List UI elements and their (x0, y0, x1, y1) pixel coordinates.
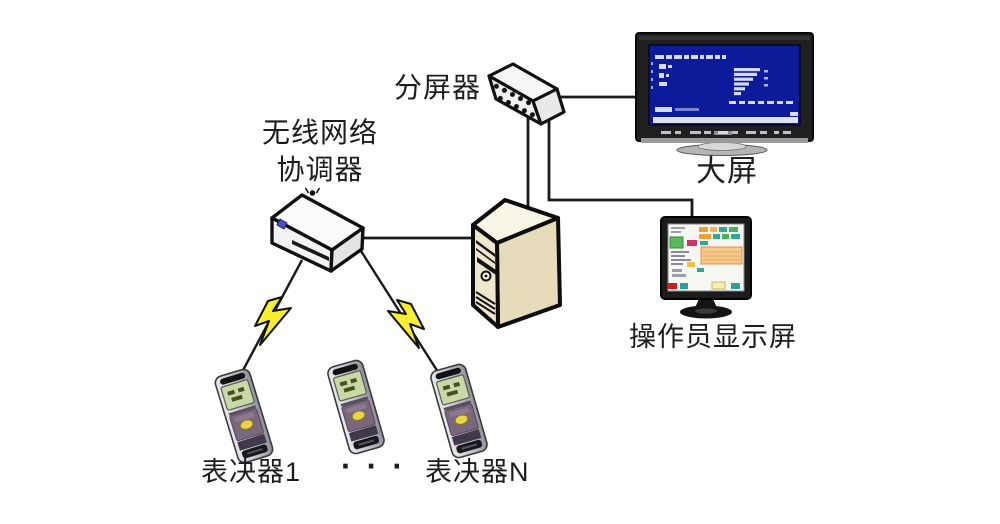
coordinator-vent-slot (292, 240, 329, 261)
tower-vent (475, 296, 496, 310)
wireless-coordinator-device (270, 187, 365, 273)
tv-bezel-highlight (639, 36, 810, 40)
tower-drive-slot (477, 257, 496, 275)
splitter-device (487, 62, 566, 126)
operator-display-label: 操作员显示屏 (629, 322, 797, 352)
tower-vent (475, 291, 496, 305)
lightning-bolt-icon (387, 299, 425, 349)
coordinator-label-line1: 无线网络 (261, 117, 378, 148)
operator-monitor (660, 216, 752, 319)
coordinator-side-face (329, 226, 365, 273)
tv-screen-content (651, 55, 798, 134)
tower-power-dot (484, 274, 488, 278)
voter-last-label: 表决器N (425, 457, 530, 487)
tower-vent (475, 301, 496, 315)
coordinator-label-line2: 协调器 (276, 154, 364, 185)
monitor-stand-detail (695, 308, 717, 314)
big-screen-label: 大屏 (696, 155, 758, 188)
tower-drive-slot (476, 240, 495, 257)
lightning-bolt-left (254, 296, 292, 346)
splitter-label: 分屏器 (394, 72, 482, 103)
server-tower (471, 198, 562, 329)
tv-bottom-strip (641, 138, 808, 143)
voting-device-2 (325, 357, 387, 457)
splitter-side-face (531, 87, 566, 126)
voter-first-label: 表决器1 (201, 457, 302, 487)
coordinator-led (276, 218, 288, 230)
antenna-wave (315, 187, 321, 194)
antenna-tip (309, 190, 316, 196)
lightning-bolt-icon (254, 296, 292, 346)
antenna-wave (304, 187, 310, 194)
line-splitter-to-monitor (547, 120, 694, 220)
voter-ellipsis-label: ··· (341, 448, 418, 484)
coordinator-label: 无线网络 协调器 (252, 114, 388, 188)
tower-drive-slot (476, 248, 495, 264)
lightning-bolt-right (387, 299, 425, 349)
voting-device-n (428, 361, 490, 461)
line-coordinator-to-voterN (359, 250, 440, 373)
monitor-screen-content (668, 227, 743, 290)
tv-big-screen (635, 32, 814, 156)
voting-device-1 (212, 366, 276, 466)
tv-stand-neck (697, 142, 747, 151)
